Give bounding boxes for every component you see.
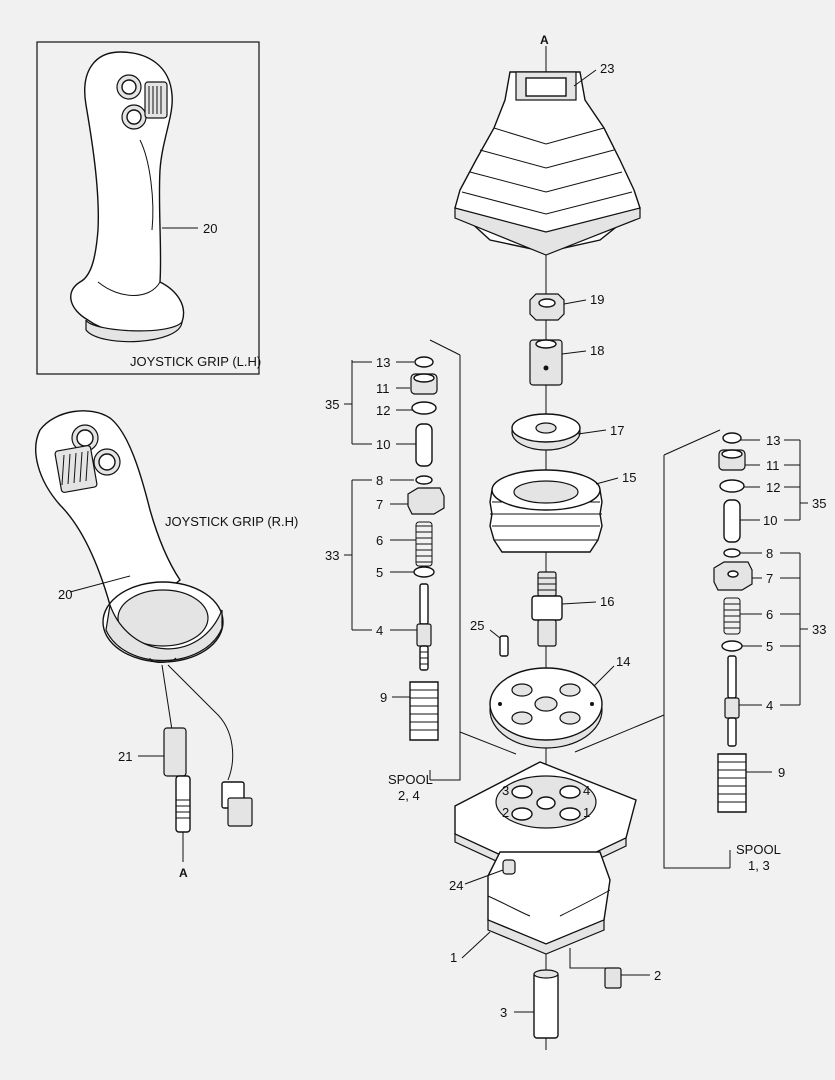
callout-17: 17: [610, 423, 624, 438]
callout-7-right: 7: [766, 571, 773, 586]
callout-10-left: 10: [376, 437, 390, 452]
callout-20-rh: 20: [58, 587, 72, 602]
callout-13-right: 13: [766, 433, 780, 448]
callout-9-right: 9: [778, 765, 785, 780]
callout-12-left: 12: [376, 403, 390, 418]
callout-14: 14: [616, 654, 630, 669]
port-1: 1: [583, 805, 590, 820]
callout-21: 21: [118, 749, 132, 764]
callout-4-left: 4: [376, 623, 383, 638]
callout-6-left: 6: [376, 533, 383, 548]
callout-35-left: 35: [325, 397, 339, 412]
callout-11-left: 11: [376, 381, 390, 396]
ref-a-cable: A: [179, 866, 188, 880]
callout-8-right: 8: [766, 546, 773, 561]
port-2: 2: [502, 805, 509, 820]
callout-33-right: 33: [812, 622, 826, 637]
joystick-grip-rh: 20 21 A JOYSTICK GRIP (R.H): [35, 410, 298, 880]
caption-spool-right-1: SPOOL: [736, 842, 781, 857]
port-3: 3: [502, 783, 509, 798]
callout-7-left: 7: [376, 497, 383, 512]
ref-a-top: A: [540, 33, 549, 47]
callout-4-right: 4: [766, 698, 773, 713]
port-4: 4: [583, 783, 590, 798]
callout-35-right: 35: [812, 496, 826, 511]
callout-24: 24: [449, 878, 463, 893]
callout-3: 3: [500, 1005, 507, 1020]
spool-stack-left: 13 11 12 10 8 7 6 5 4 9 35 33 SPOOL 2, 4: [325, 339, 517, 803]
center-assembly: A 23 19 18 17 15 16: [449, 33, 661, 1050]
callout-1: 1: [450, 950, 457, 965]
callout-33-left: 33: [325, 548, 339, 563]
callout-5-left: 5: [376, 565, 383, 580]
callout-23: 23: [600, 61, 614, 76]
caption-spool-left-1: SPOOL: [388, 772, 433, 787]
caption-joystick-grip-rh: JOYSTICK GRIP (R.H): [165, 514, 298, 529]
callout-25: 25: [470, 618, 484, 633]
callout-8-left: 8: [376, 473, 383, 488]
spool-stack-right: 13 11 12 10 8 7 6 5 4 9 35 33 SPOOL 1, 3: [574, 429, 826, 873]
callout-5-right: 5: [766, 639, 773, 654]
callout-6-right: 6: [766, 607, 773, 622]
callout-2: 2: [654, 968, 661, 983]
callout-11-right: 11: [766, 458, 780, 473]
callout-9-left: 9: [380, 690, 387, 705]
callout-15: 15: [622, 470, 636, 485]
caption-joystick-grip-lh: JOYSTICK GRIP (L.H): [130, 354, 261, 369]
callout-19: 19: [590, 292, 604, 307]
callout-16: 16: [600, 594, 614, 609]
caption-spool-right-2: 1, 3: [748, 858, 770, 873]
joystick-grip-lh: 20 JOYSTICK GRIP (L.H): [36, 41, 261, 375]
callout-18: 18: [590, 343, 604, 358]
caption-spool-left-2: 2, 4: [398, 788, 420, 803]
callout-12-right: 12: [766, 480, 780, 495]
callout-20-lh: 20: [203, 221, 217, 236]
callout-13-left: 13: [376, 355, 390, 370]
callout-10-right: 10: [763, 513, 777, 528]
